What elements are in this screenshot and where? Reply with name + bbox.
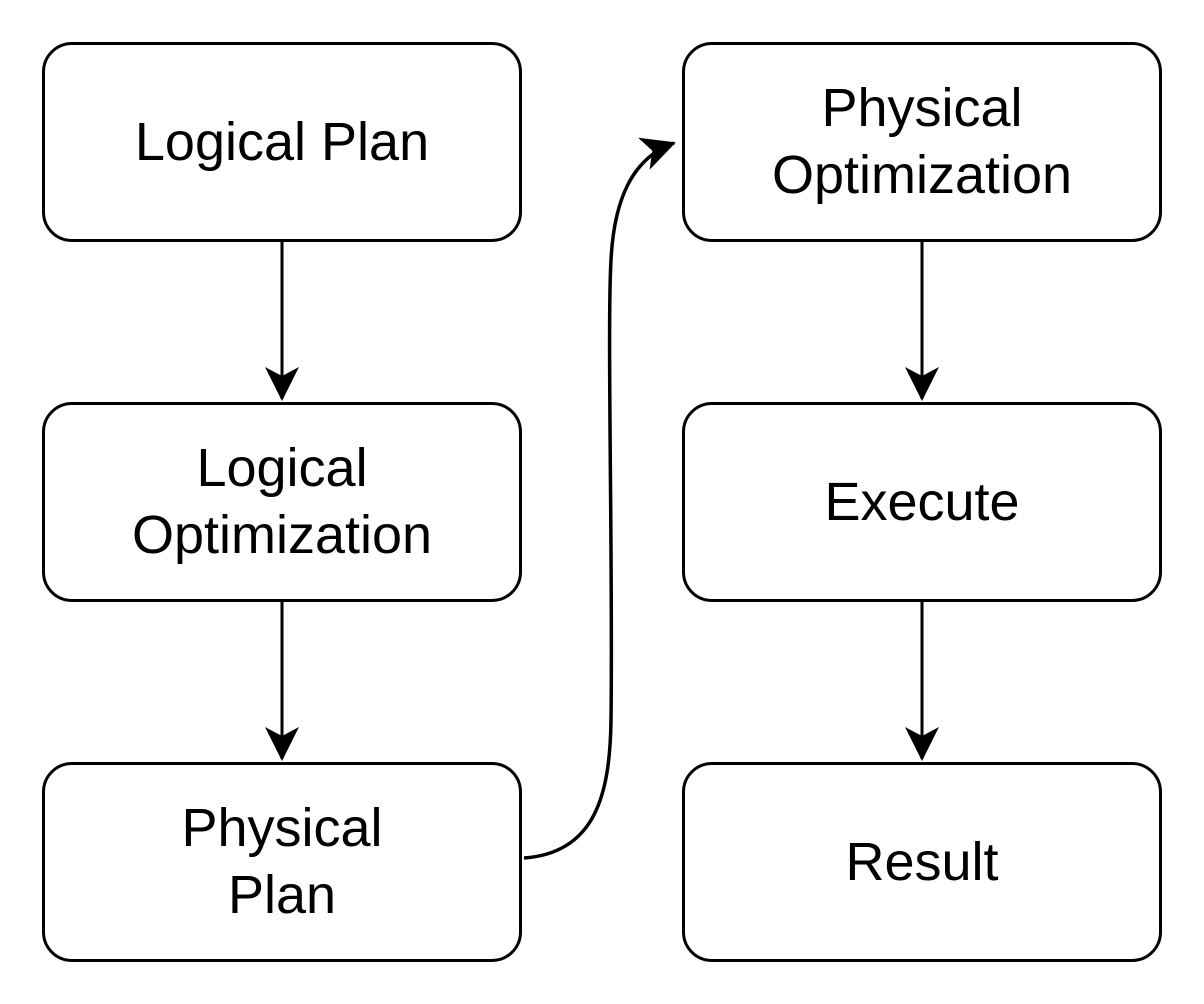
node-result: Result xyxy=(682,762,1162,962)
node-physical-optimization: Physical Optimization xyxy=(682,42,1162,242)
node-logical-plan: Logical Plan xyxy=(42,42,522,242)
arrow-physical-plan-to-physical-optimization xyxy=(523,137,676,860)
node-logical-optimization: Logical Optimization xyxy=(42,402,522,602)
node-execute: Execute xyxy=(682,402,1162,602)
node-physical-plan: Physical Plan xyxy=(42,762,522,962)
